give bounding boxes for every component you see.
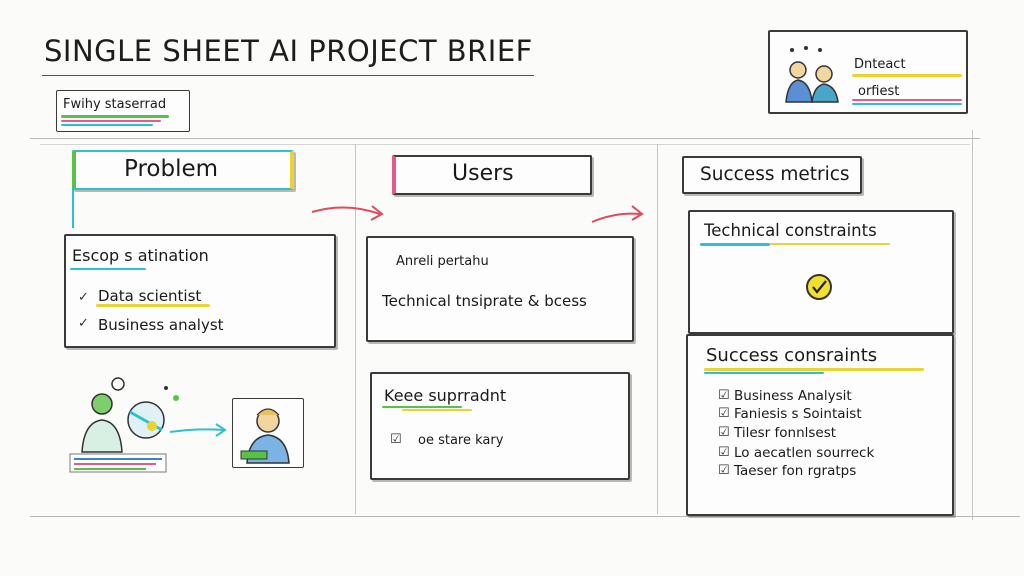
success-card-2-hl-teal <box>704 372 824 374</box>
contact-hl-yellow <box>852 74 962 77</box>
success-card-constraints: Technical constraints <box>688 210 954 334</box>
data-scientist-illustration <box>69 377 179 473</box>
success-item-2: Faniesis s Sointaist <box>734 406 862 422</box>
check-circle-icon <box>806 274 832 300</box>
problem-connector <box>72 188 74 228</box>
board-top-line <box>30 138 980 139</box>
problem-item-2: Business analyst <box>98 316 224 334</box>
users-header-label: Users <box>452 161 514 186</box>
users-card-2-title: Keee suprradnt <box>384 386 507 405</box>
badge-label: Fwihy staserrad <box>63 97 167 112</box>
board-divider-3 <box>972 130 973 520</box>
contact-hl-pink <box>852 99 962 101</box>
problem-item-1: Data scientist <box>98 287 202 305</box>
check-icon: ☑ <box>718 445 730 460</box>
success-item-3: Tilesr fonnlsest <box>734 425 837 441</box>
success-card-1-hl-yellow <box>770 243 890 245</box>
users-card: Anreli pertahu Technical tnsiprate & bce… <box>366 236 634 342</box>
check-icon: ☑ <box>718 406 730 421</box>
person-body-1 <box>785 79 813 103</box>
badge-highlight-teal <box>61 124 153 126</box>
users-card-2-hl <box>382 406 462 408</box>
success-item-4: Lo aecatlen sourreck <box>734 445 875 461</box>
idea-dot-1 <box>790 48 794 52</box>
problem-card: Escop s atination ✓ Data scientist ✓ Bus… <box>64 234 336 348</box>
contact-line-2: orfiest <box>858 84 900 99</box>
success-card-1-title: Technical constraints <box>704 221 877 240</box>
contact-line-1: Dnteact <box>854 57 906 72</box>
users-card-2-item-1: oe stare kary <box>418 433 504 448</box>
problem-card-title: Escop s atination <box>72 246 209 265</box>
success-card-2-hl-yellow <box>704 368 924 371</box>
check-icon: ☑ <box>718 388 730 403</box>
page-title: SINGLE SHEET AI PROJECT BRIEF <box>44 34 533 68</box>
users-card-2-hl-2 <box>402 409 472 411</box>
analyst-illustration <box>232 398 304 468</box>
problem-item-1-hl <box>96 304 210 307</box>
success-card-metrics: Success consraints ☑ Business Analysit ☑… <box>686 334 954 516</box>
success-item-1: Business Analysit <box>734 388 852 404</box>
problem-header-label: Problem <box>124 156 219 182</box>
success-card-2-title: Success consraints <box>706 345 878 366</box>
status-badge: Fwihy staserrad <box>56 90 190 132</box>
users-header: Users <box>392 155 592 195</box>
badge-highlight-green <box>61 115 169 118</box>
badge-highlight-pink <box>61 120 161 122</box>
board-divider-2 <box>657 144 658 514</box>
person-head-1 <box>789 61 807 79</box>
check-icon: ✓ <box>78 290 89 305</box>
person-head-2 <box>815 65 833 83</box>
team-illustration <box>785 46 839 103</box>
head-icon <box>91 393 113 415</box>
title-underline <box>42 75 534 76</box>
analyst-avatar <box>240 408 290 464</box>
users-card-2: Keee suprradnt ☑ oe stare kary <box>370 372 630 480</box>
success-card-1-hl-teal <box>700 243 770 246</box>
check-icon: ☑ <box>718 463 730 478</box>
arrow-users-to-success <box>591 205 644 223</box>
board-bottom-line <box>30 516 1020 517</box>
users-card-line-2: Technical tnsiprate & bcess <box>382 292 587 310</box>
person-body-2 <box>811 83 839 103</box>
success-header-label: Success metrics <box>700 164 850 185</box>
problem-header: Problem <box>72 150 294 190</box>
contact-hl-teal <box>852 103 962 105</box>
board-top-line-2 <box>40 144 970 145</box>
problem-card-hl <box>70 268 146 270</box>
idea-dot-3 <box>818 48 822 52</box>
arrow-problem-to-users <box>311 205 384 221</box>
check-icon: ✓ <box>78 316 89 331</box>
success-item-5: Taeser fon rgratps <box>734 463 857 479</box>
board-divider-1 <box>355 144 356 514</box>
check-icon: ☑ <box>390 432 402 447</box>
idea-dot-2 <box>804 46 808 50</box>
success-header: Success metrics <box>682 156 862 194</box>
contact-card: Dnteact orfiest <box>768 30 968 114</box>
check-icon: ☑ <box>718 425 730 440</box>
body-icon <box>81 419 123 453</box>
users-card-line-1: Anreli pertahu <box>396 254 489 269</box>
idea-bubble <box>111 377 125 391</box>
handoff-arrow-icon <box>169 423 227 437</box>
